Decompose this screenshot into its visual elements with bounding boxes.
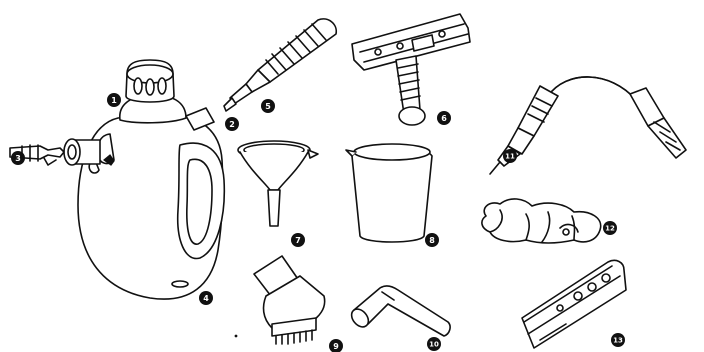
svg-text:10: 10 <box>429 341 439 349</box>
callout-12: 12 <box>603 221 617 235</box>
svg-text:11: 11 <box>505 153 515 161</box>
window-squeegee-illustration <box>352 14 470 125</box>
svg-text:13: 13 <box>613 337 623 345</box>
flexible-hose-illustration <box>490 77 686 174</box>
microfiber-cloths-illustration <box>482 199 601 243</box>
squeegee-blade-illustration <box>522 260 626 348</box>
callout-4: 4 <box>199 291 213 305</box>
callout-7: 7 <box>291 233 305 247</box>
svg-text:5: 5 <box>265 102 271 111</box>
svg-text:6: 6 <box>441 114 447 123</box>
angled-nozzle-illustration <box>348 286 450 336</box>
svg-text:3: 3 <box>15 154 21 163</box>
extension-hose-illustration <box>224 19 336 111</box>
svg-text:1: 1 <box>111 96 117 105</box>
funnel-illustration <box>238 141 318 226</box>
svg-text:2: 2 <box>229 120 235 129</box>
svg-text:8: 8 <box>429 236 435 245</box>
callout-9: 9 <box>329 339 343 352</box>
callout-5: 5 <box>261 99 275 113</box>
callout-6: 6 <box>437 111 451 125</box>
svg-text:9: 9 <box>333 342 339 351</box>
svg-text:4: 4 <box>203 294 209 303</box>
brush-attachment-illustration <box>254 256 325 344</box>
callout-10: 10 <box>427 337 441 351</box>
callout-13: 13 <box>611 333 625 347</box>
callout-8: 8 <box>425 233 439 247</box>
svg-text:12: 12 <box>605 225 615 233</box>
callout-3: 3 <box>11 151 25 165</box>
measuring-cup-illustration <box>346 144 432 242</box>
callout-1: 1 <box>107 93 121 107</box>
callout-2: 2 <box>225 117 239 131</box>
svg-text:7: 7 <box>295 236 301 245</box>
callout-11: 11 <box>503 149 517 163</box>
